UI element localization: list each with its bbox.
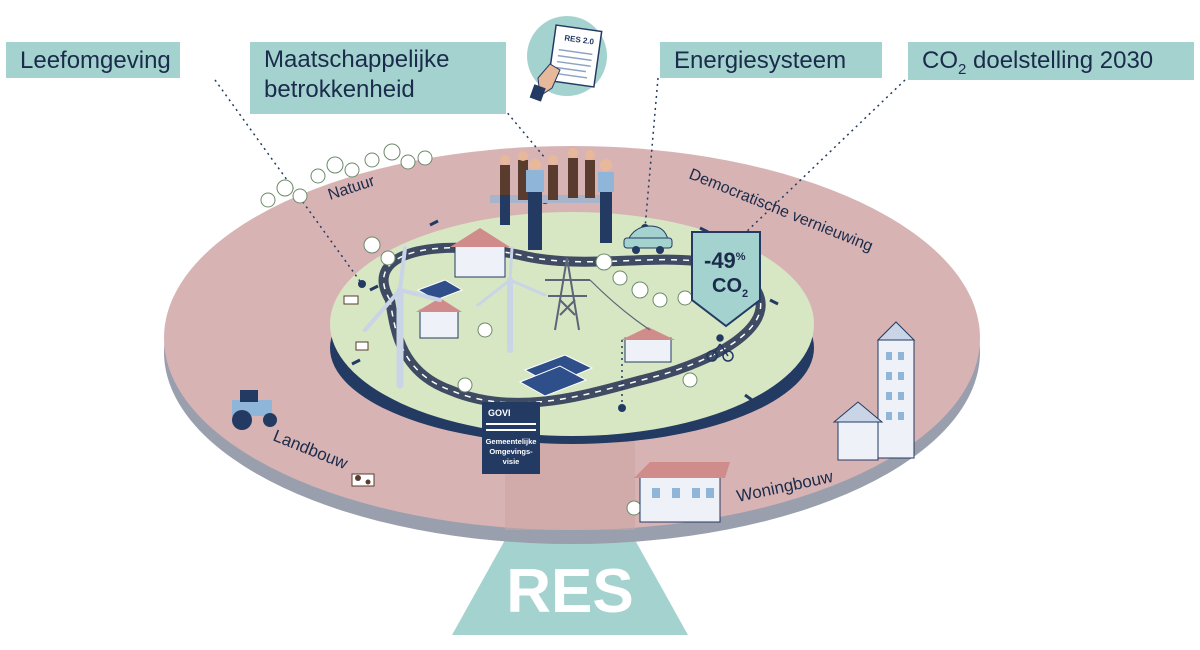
label-energiesysteem-text: Energiesysteem [674, 47, 847, 74]
govi-sign: GOVI Gemeentelijke Omgevings- visie [482, 402, 540, 474]
co2-target-flag: -49% CO2 [691, 231, 761, 328]
govi-header: GOVI [488, 408, 511, 418]
document-icon: RES 2.0 [547, 24, 603, 88]
label-maatschappelijke-betrokkenheid: Maatschappelijke betrokkenheid [250, 42, 506, 114]
target-gas: CO2 [712, 275, 748, 300]
car-icon [623, 225, 673, 254]
govi-line3: visie [503, 457, 520, 466]
target-percent: -49% [704, 248, 746, 273]
res-document-badge: RES 2.0 [527, 16, 607, 102]
tree-icon [260, 143, 698, 516]
pylon-icon [545, 257, 651, 331]
document-title: RES 2.0 [564, 33, 595, 46]
cyclist-icon [706, 334, 734, 362]
solar-panel-icon [416, 279, 594, 397]
label-leefomgeving: Leefomgeving [6, 42, 180, 78]
building-icon [634, 321, 916, 523]
label-maatschappelijke-text: Maatschappelijke betrokkenheid [264, 46, 450, 103]
res-base-cone [452, 540, 688, 635]
label-co2-sub: 2 [958, 60, 967, 78]
people-group-icon [490, 148, 614, 250]
label-co2-suffix: doelstelling 2030 [966, 47, 1154, 74]
cow-icon [343, 295, 375, 487]
govi-line2: Omgevings- [489, 447, 533, 456]
island-dashes [351, 219, 779, 402]
wind-turbine-icon [363, 246, 547, 389]
label-co2-prefix: CO [922, 47, 958, 74]
house-icon [416, 228, 675, 363]
res-base-label: RES [506, 557, 633, 626]
label-leefomgeving-text: Leefomgeving [20, 47, 171, 74]
label-co2-doelstelling: CO2 doelstelling 2030 [908, 42, 1194, 80]
govi-line1: Gemeentelijke [486, 437, 537, 446]
pointer-lines [214, 77, 906, 408]
tractor-icon [232, 390, 277, 430]
label-energiesysteem: Energiesysteem [660, 42, 882, 78]
